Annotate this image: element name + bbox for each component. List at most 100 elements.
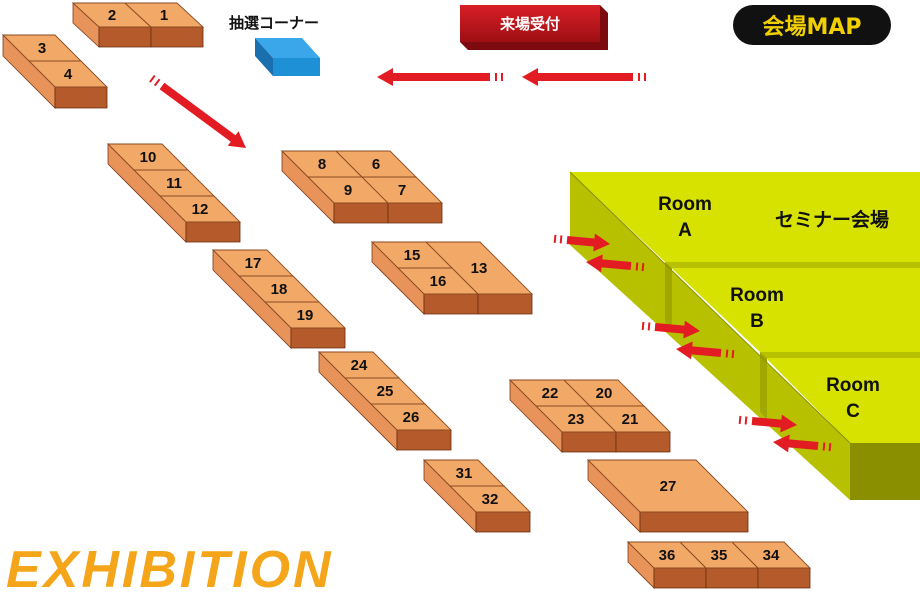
exhibition-label: EXHIBITION [6,541,334,599]
booth-1[interactable] [123,2,205,28]
booth-4[interactable] [27,60,109,88]
booth-7[interactable] [360,176,444,204]
flow-arrows [149,68,832,453]
booth-front-face [757,567,811,589]
booth-front-face [185,221,241,243]
booth-number: 6 [372,156,380,173]
booth-number: 8 [318,156,326,173]
booth-32[interactable] [448,485,532,513]
arrow-shape [773,434,819,453]
booth-front-face [98,26,152,48]
booth-26[interactable] [369,403,453,431]
room-c[interactable] [760,352,920,443]
arrow-shape [377,68,490,86]
booth-number: 15 [404,247,421,264]
arrow-tail-stripe [647,322,651,331]
seminar-side-face [570,172,850,500]
arrow-from-room-a [586,254,645,273]
arrow-tail-stripe [559,235,563,244]
booth-front-face [150,26,204,48]
lottery-front [273,58,320,76]
seminar-hall: Room A Room B Room C セミナー会場 [569,171,920,500]
booth-number: 3 [38,40,46,57]
room-c-label: Room [826,375,880,396]
arrow-tail-stripe [828,442,832,452]
lottery-top [255,38,320,58]
reception-desk[interactable]: 来場受付 [460,5,608,50]
reception-face [460,5,600,42]
arrow-tail-stripe [738,415,742,425]
booth-number: 26 [403,409,420,426]
room-divider [665,262,672,330]
booth-number: 7 [398,182,406,199]
booth-front-face [396,429,452,451]
booth-12[interactable] [158,195,242,223]
seminar-label: セミナー会場 [775,208,889,231]
booth-34[interactable] [730,541,812,569]
booth-number: 18 [271,281,288,298]
arrow-from-room-b [676,341,735,360]
arrow-tail-stripe [153,78,161,87]
room-a-label: Room [658,194,712,215]
arrow-shape [522,68,633,86]
room-divider [760,352,920,358]
booth-block: 27 [586,459,750,533]
booth-number: 2 [108,7,116,24]
lottery-corner[interactable] [255,38,320,76]
reception-label: 来場受付 [499,15,560,33]
booth-number: 36 [659,547,676,564]
booth-number: 17 [245,255,262,272]
arrow-tail-stripe [641,262,645,272]
booth-front-face [615,431,671,453]
arrow-tail-stripe [731,349,735,359]
room-divider [760,352,767,420]
booth-number: 31 [456,465,473,482]
arrow-tail-stripe [641,321,645,331]
arrow-tail-stripe [744,416,748,425]
arrow-shape [751,414,797,433]
booth-number: 25 [377,383,394,400]
arrow-tail-stripe [553,234,557,243]
room-b-label: Room [730,285,784,306]
arrow-shape [654,320,700,339]
booth-front-face [333,202,389,224]
arrow-tail-stripe [822,442,826,451]
booth-21[interactable] [588,405,672,433]
arrow-from-room-c [773,434,832,453]
booth-number: 13 [471,260,488,277]
booth-front-face [477,293,533,315]
booth-27[interactable] [586,459,750,513]
booth-front-face [475,511,531,533]
booth-number: 20 [596,385,613,402]
room-a-letter: A [678,220,692,241]
booth-number: 35 [711,547,728,564]
booth-front-face [387,202,443,224]
room-b-letter: B [750,311,764,332]
booth-number: 19 [297,307,314,324]
booth-19[interactable] [263,301,347,329]
arrow-shape [159,82,246,148]
arrow-tail-stripe [635,262,639,271]
booth-16[interactable] [396,267,480,295]
booth-number: 21 [622,411,639,428]
booth-block: 17 18 19 [211,249,347,349]
lottery-label: 抽選コーナー [229,14,320,32]
arrow-to-room-c [738,414,797,433]
seminar-front-face [850,443,920,500]
booth-front-face [653,567,707,589]
room-a[interactable] [570,172,920,262]
booth-number: 16 [430,273,447,290]
booth-number: 4 [64,66,73,83]
arrow-entrance-2 [377,68,503,86]
room-b[interactable] [665,262,920,352]
booth-number: 23 [568,411,585,428]
lottery-side [255,38,273,76]
